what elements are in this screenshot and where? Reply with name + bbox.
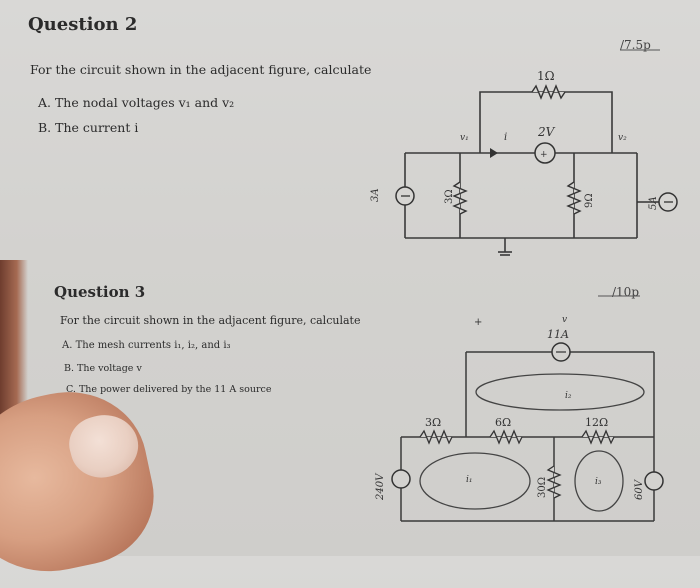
paper-sheet: Question 2 /7.5p For the circuit shown i… (0, 14, 678, 588)
q3-label-r2: 6Ω (495, 416, 511, 429)
question2-item-b: B. The current i (38, 120, 139, 135)
q2-resistor-1ohm (531, 84, 566, 100)
question3-title: Question 3 (54, 283, 146, 301)
question2-prompt: For the circuit shown in the adjacent fi… (30, 62, 372, 77)
question2-title: Question 2 (28, 14, 138, 35)
question3-item-b: B. The voltage v (64, 363, 142, 374)
circuit-diagrams: 1Ω 2V + 3A 3Ω 9Ω 5A v₁ v₂ i (370, 49, 678, 522)
q2-resistor-3ohm (452, 181, 468, 215)
q2-label-r-right: 9Ω (584, 193, 595, 208)
q2-label-r-left: 3Ω (444, 189, 455, 204)
q2-label-r-top: 1Ω (537, 69, 555, 83)
q3-label-v-left: 240V (375, 472, 386, 501)
q2-circuit (404, 91, 638, 256)
q2-label-v-source: 2V (537, 125, 556, 139)
q2-label-v1: v₁ (460, 133, 469, 143)
q3-label-i2: i₂ (565, 391, 572, 401)
q3-label-i-source: 11A (547, 328, 569, 341)
q3-label-v: v (562, 315, 567, 325)
q3-label-i3: i₃ (595, 477, 602, 487)
q2-resistor-9ohm (566, 181, 582, 215)
q3-label-v-right: 60V (634, 478, 645, 500)
q3-resistor-3ohm (419, 429, 453, 445)
question3-item-c: C. The power delivered by the 11 A sourc… (66, 384, 272, 395)
q3-resistor-30ohm (546, 465, 562, 499)
q3-circuit (400, 351, 655, 522)
q3-resistor-6ohm (489, 429, 523, 445)
q3-label-i1: i₁ (466, 475, 473, 485)
q2-current-arrow (490, 148, 498, 158)
q2-label-v2: v₂ (618, 133, 627, 143)
q2-voltage-source (534, 142, 556, 164)
question3-item-a: A. The mesh currents i₁, i₂, and i₃ (62, 340, 231, 351)
q3-label-r4: 30Ω (537, 477, 548, 498)
q2-label-i-right: 5A (648, 196, 659, 210)
q3-voltage-source-right (644, 471, 664, 491)
q3-label-r1: 3Ω (425, 416, 441, 429)
q3-label-plus: + (474, 317, 482, 328)
q3-resistor-12ohm (581, 429, 615, 445)
question3-prompt: For the circuit shown in the adjacent fi… (60, 314, 361, 327)
q3-mesh-loop-i1 (419, 452, 531, 510)
question2-item-a: A. The nodal voltages v₁ and v₂ (38, 95, 235, 110)
q3-mesh-loop-i3 (574, 450, 624, 512)
question2-points: /7.5p (620, 38, 651, 52)
q3-mesh-loop-i2 (475, 373, 645, 411)
q2-label-i: i (504, 132, 507, 143)
q2-label-v-plus: + (540, 150, 548, 160)
q3-voltage-source-left (391, 469, 411, 489)
q2-label-i-left: 3A (370, 188, 381, 202)
q3-label-r3: 12Ω (585, 416, 608, 429)
